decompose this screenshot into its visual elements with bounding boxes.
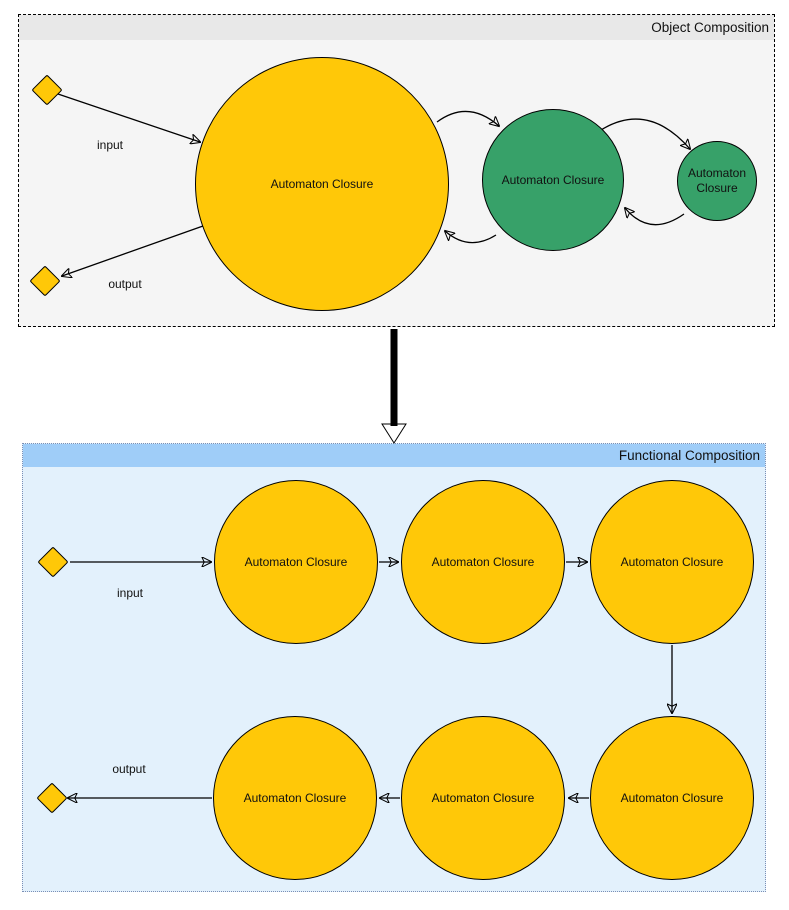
fc-node-bottom-1: Automaton Closure (213, 716, 377, 880)
fc-output-label: output (112, 762, 146, 776)
node-label: Automaton Closure (501, 172, 605, 187)
node-label: Automaton Closure (431, 554, 535, 569)
node-label: Automaton Closure (244, 554, 348, 569)
node-label: Automaton Closure (620, 790, 724, 805)
oc-output-label: output (108, 277, 142, 291)
fc-input-label: input (116, 586, 144, 600)
composition-transform-arrow (381, 329, 407, 444)
node-label: Automaton Closure (620, 554, 724, 569)
node-label: Automaton Closure (687, 166, 747, 195)
node-label: Automaton Closure (243, 790, 347, 805)
oc-node-automaton-closure-medium: Automaton Closure (482, 109, 624, 251)
node-label: Automaton Closure (431, 790, 535, 805)
object-composition-title: Object Composition (19, 15, 774, 40)
node-label: Automaton Closure (270, 176, 374, 191)
fc-node-top-2: Automaton Closure (401, 480, 565, 644)
fc-node-top-1: Automaton Closure (214, 480, 378, 644)
fc-node-top-3: Automaton Closure (590, 480, 754, 644)
oc-node-automaton-closure-small: Automaton Closure (677, 141, 757, 221)
oc-node-automaton-closure-large: Automaton Closure (195, 57, 449, 311)
fc-node-bottom-3: Automaton Closure (590, 716, 754, 880)
functional-composition-title: Functional Composition (23, 444, 765, 467)
oc-input-label: input (96, 138, 124, 152)
fc-node-bottom-2: Automaton Closure (401, 716, 565, 880)
